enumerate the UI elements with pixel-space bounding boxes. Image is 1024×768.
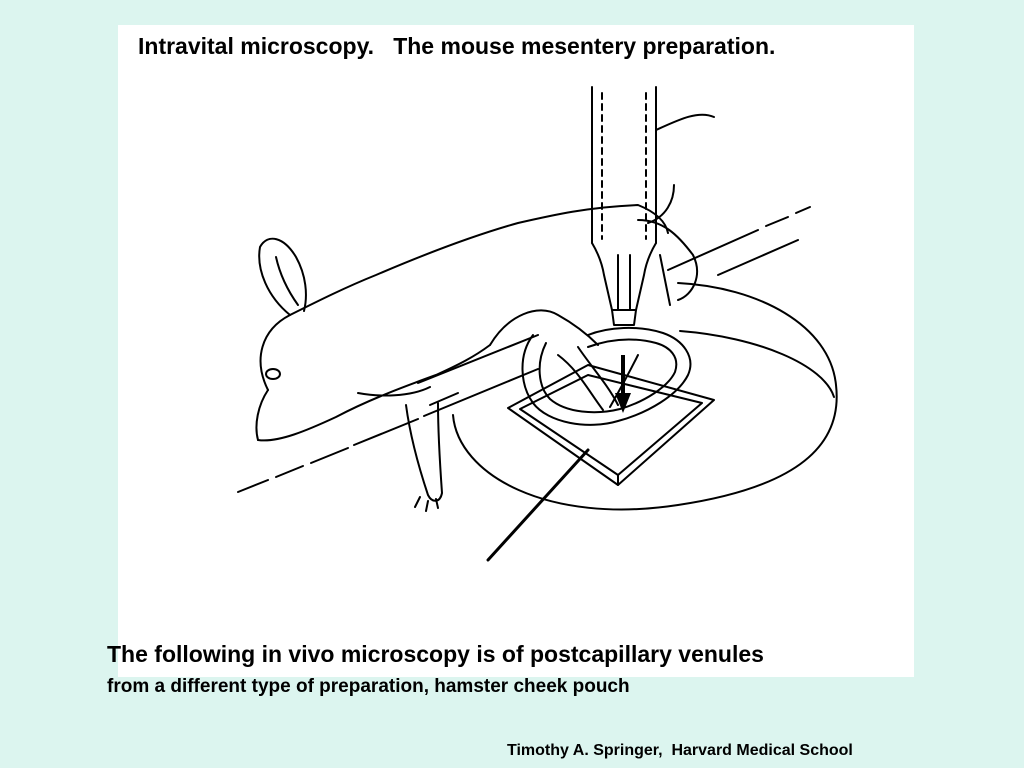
stage-circle xyxy=(453,283,837,509)
objective-lens xyxy=(592,87,656,325)
author-credit: Timothy A. Springer, Harvard Medical Sch… xyxy=(507,742,853,759)
caption-line-2: from a different type of preparation, ha… xyxy=(107,676,630,697)
caption-line-1: The following in vivo microscopy is of p… xyxy=(107,641,764,667)
mouse-mesentery-illustration xyxy=(118,25,914,677)
illustration-panel xyxy=(118,25,914,677)
mouse-belly-outline xyxy=(258,345,490,440)
slide-title: Intravital microscopy. The mouse mesente… xyxy=(138,33,776,59)
mouse-snout xyxy=(256,390,268,440)
stage-well-edge xyxy=(680,331,834,397)
incision-edge xyxy=(490,310,598,345)
stage-rail-back xyxy=(418,207,810,383)
mouse-flank xyxy=(648,185,674,223)
mouse-eye xyxy=(266,369,280,379)
down-arrow-icon xyxy=(615,355,631,413)
light-guide-rod xyxy=(488,450,588,560)
rail-stub xyxy=(430,393,458,405)
mouse-foreleg xyxy=(406,403,442,501)
mouse-fur-line xyxy=(358,387,430,395)
mouse-back-outline xyxy=(261,205,668,390)
intestine-loop-outer xyxy=(522,328,690,425)
mouse-ear xyxy=(259,239,306,315)
lens-cable xyxy=(656,115,714,130)
mouse-ear-inner xyxy=(276,257,298,305)
stage-rail-front xyxy=(238,369,538,492)
mouse-forepaw xyxy=(415,497,438,511)
lens-support xyxy=(660,255,670,305)
intestine-loop-inner xyxy=(540,340,677,413)
